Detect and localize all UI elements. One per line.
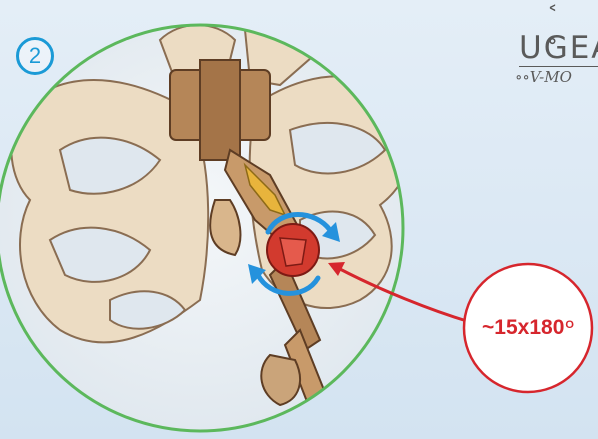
callout-value: ~15x180 <box>482 316 564 340</box>
step-number-badge: 2 <box>16 37 54 75</box>
brand-name: UGEA <box>519 30 598 66</box>
rotation-knob <box>267 224 319 276</box>
brand-tagline: ∘∘V-MO <box>515 68 572 86</box>
brand-underline <box>519 66 598 67</box>
brand-logo: ˂ ∘ UGEA ∘∘V-MO <box>505 0 598 90</box>
callout-degree: O <box>565 319 574 331</box>
zoom-view <box>0 20 413 435</box>
